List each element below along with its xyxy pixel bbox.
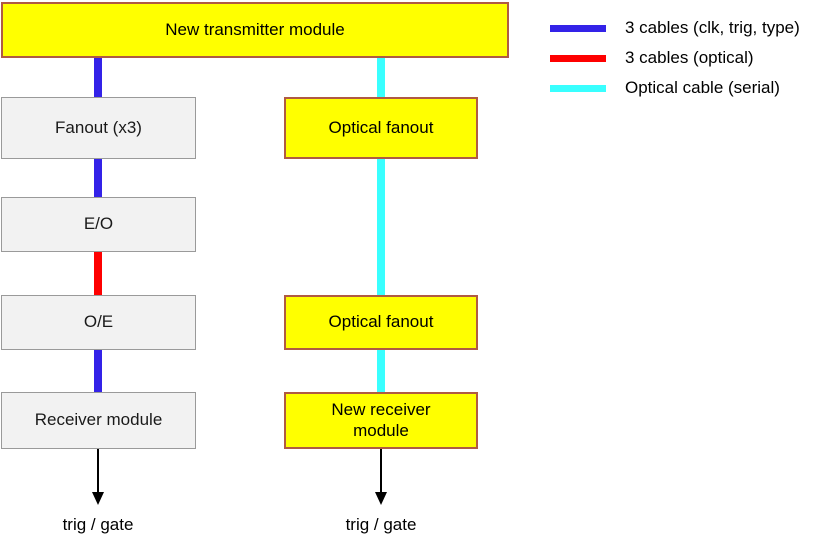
- node-optical-fanout-1[interactable]: Optical fanout: [284, 97, 478, 159]
- node-label: O/E: [83, 312, 114, 332]
- node-eo[interactable]: E/O: [1, 197, 196, 252]
- legend-label: 3 cables (optical): [625, 48, 754, 67]
- node-label: Receiver module: [34, 410, 163, 430]
- link-oe-to-receiver: [94, 349, 102, 393]
- node-new-receiver-module[interactable]: New receiver module: [284, 392, 478, 449]
- output-arrow-line-left: [97, 449, 99, 494]
- link-fanout-to-eo: [94, 158, 102, 198]
- legend-item-clk-trig-type: 3 cables (clk, trig, type): [550, 14, 830, 44]
- node-fanout-x3[interactable]: Fanout (x3): [1, 97, 196, 159]
- legend-item-optical-serial: Optical cable (serial): [550, 74, 830, 104]
- output-arrow-line-right: [380, 449, 382, 494]
- node-oe[interactable]: O/E: [1, 295, 196, 350]
- output-arrow-head-right: [375, 492, 387, 505]
- link-optical-fanout-1-to-2: [377, 158, 385, 296]
- legend-swatch-red-icon: [550, 55, 606, 62]
- link-transmitter-to-optical-fanout-1: [377, 57, 385, 98]
- link-optical-fanout-2-to-new-receiver: [377, 349, 385, 393]
- legend-label: 3 cables (clk, trig, type): [625, 18, 800, 37]
- legend-item-optical-cables: 3 cables (optical): [550, 44, 830, 74]
- link-transmitter-to-fanout: [94, 57, 102, 98]
- link-eo-to-oe: [94, 251, 102, 296]
- node-receiver-module[interactable]: Receiver module: [1, 392, 196, 449]
- node-label: New transmitter module: [165, 19, 345, 39]
- node-optical-fanout-2[interactable]: Optical fanout: [284, 295, 478, 350]
- node-label-line1: New receiver: [331, 400, 431, 420]
- legend-swatch-blue-icon: [550, 25, 606, 32]
- legend-label: Optical cable (serial): [625, 78, 780, 97]
- legend: 3 cables (clk, trig, type) 3 cables (opt…: [550, 14, 830, 104]
- node-label: E/O: [83, 214, 114, 234]
- node-label: Optical fanout: [328, 117, 434, 137]
- output-label-right: trig / gate: [345, 515, 417, 534]
- output-label-left: trig / gate: [62, 515, 134, 534]
- node-label: Fanout (x3): [55, 117, 142, 137]
- node-label-line2: module: [353, 420, 409, 440]
- output-arrow-head-left: [92, 492, 104, 505]
- node-label: Optical fanout: [328, 312, 434, 332]
- legend-swatch-cyan-icon: [550, 85, 606, 92]
- node-new-transmitter-module[interactable]: New transmitter module: [1, 2, 509, 58]
